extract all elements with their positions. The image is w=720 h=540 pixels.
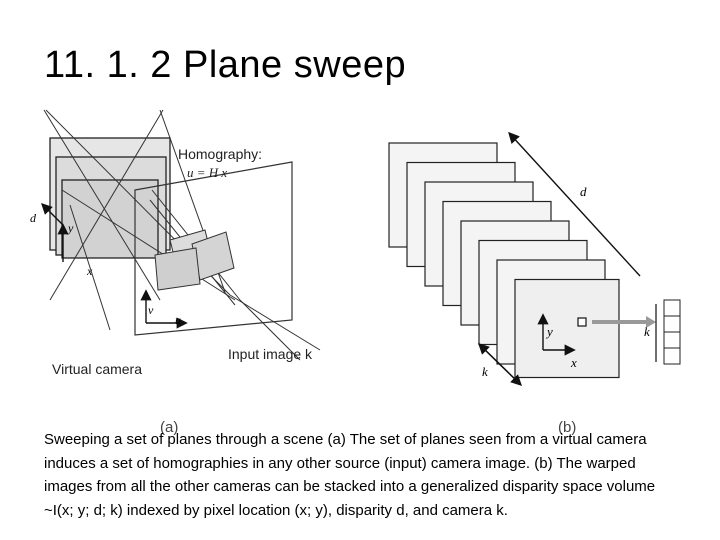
panel-a-label: (a) (160, 419, 178, 436)
axis-x-label: x (86, 264, 93, 278)
axis-y-label: y (67, 221, 74, 235)
figure-b: d k y x k (b) (388, 131, 681, 436)
panel-b-label: (b) (558, 419, 576, 436)
axis-d-arrow (41, 203, 64, 226)
scene-plane-3 (154, 247, 201, 291)
axis-k-right-label: k (644, 324, 650, 339)
axis-x-label-b: x (570, 355, 577, 370)
axis-d-arrow-b (508, 131, 641, 277)
axis-d-label-b: d (580, 184, 587, 199)
figure-a: d y x v u Homography: u = H x Virtual ca… (30, 109, 321, 436)
axis-u-label: u (175, 313, 181, 327)
input-image-plane (134, 161, 293, 336)
homography-formula: u = H x (187, 165, 227, 180)
disparity-plane (514, 278, 620, 379)
disparity-volume-stack (388, 142, 620, 379)
homography-label: Homography: (178, 146, 262, 162)
input-image-label: Input image k (228, 346, 313, 362)
axis-k-diag-label: k (482, 364, 488, 379)
axis-d-label: d (30, 211, 37, 225)
virtual-camera-label: Virtual camera (52, 361, 142, 377)
axis-v-label: v (148, 303, 154, 317)
pixel-to-k-arrowhead (646, 316, 656, 328)
k-column (663, 299, 681, 365)
figure-caption: Sweeping a set of planes through a scene… (44, 431, 656, 519)
axis-k-diag-arrow-2 (479, 344, 523, 386)
slide-title: 11. 1. 2 Plane sweep (44, 44, 407, 86)
axis-y-label-b: y (545, 324, 553, 339)
pixel-marker (577, 317, 587, 327)
